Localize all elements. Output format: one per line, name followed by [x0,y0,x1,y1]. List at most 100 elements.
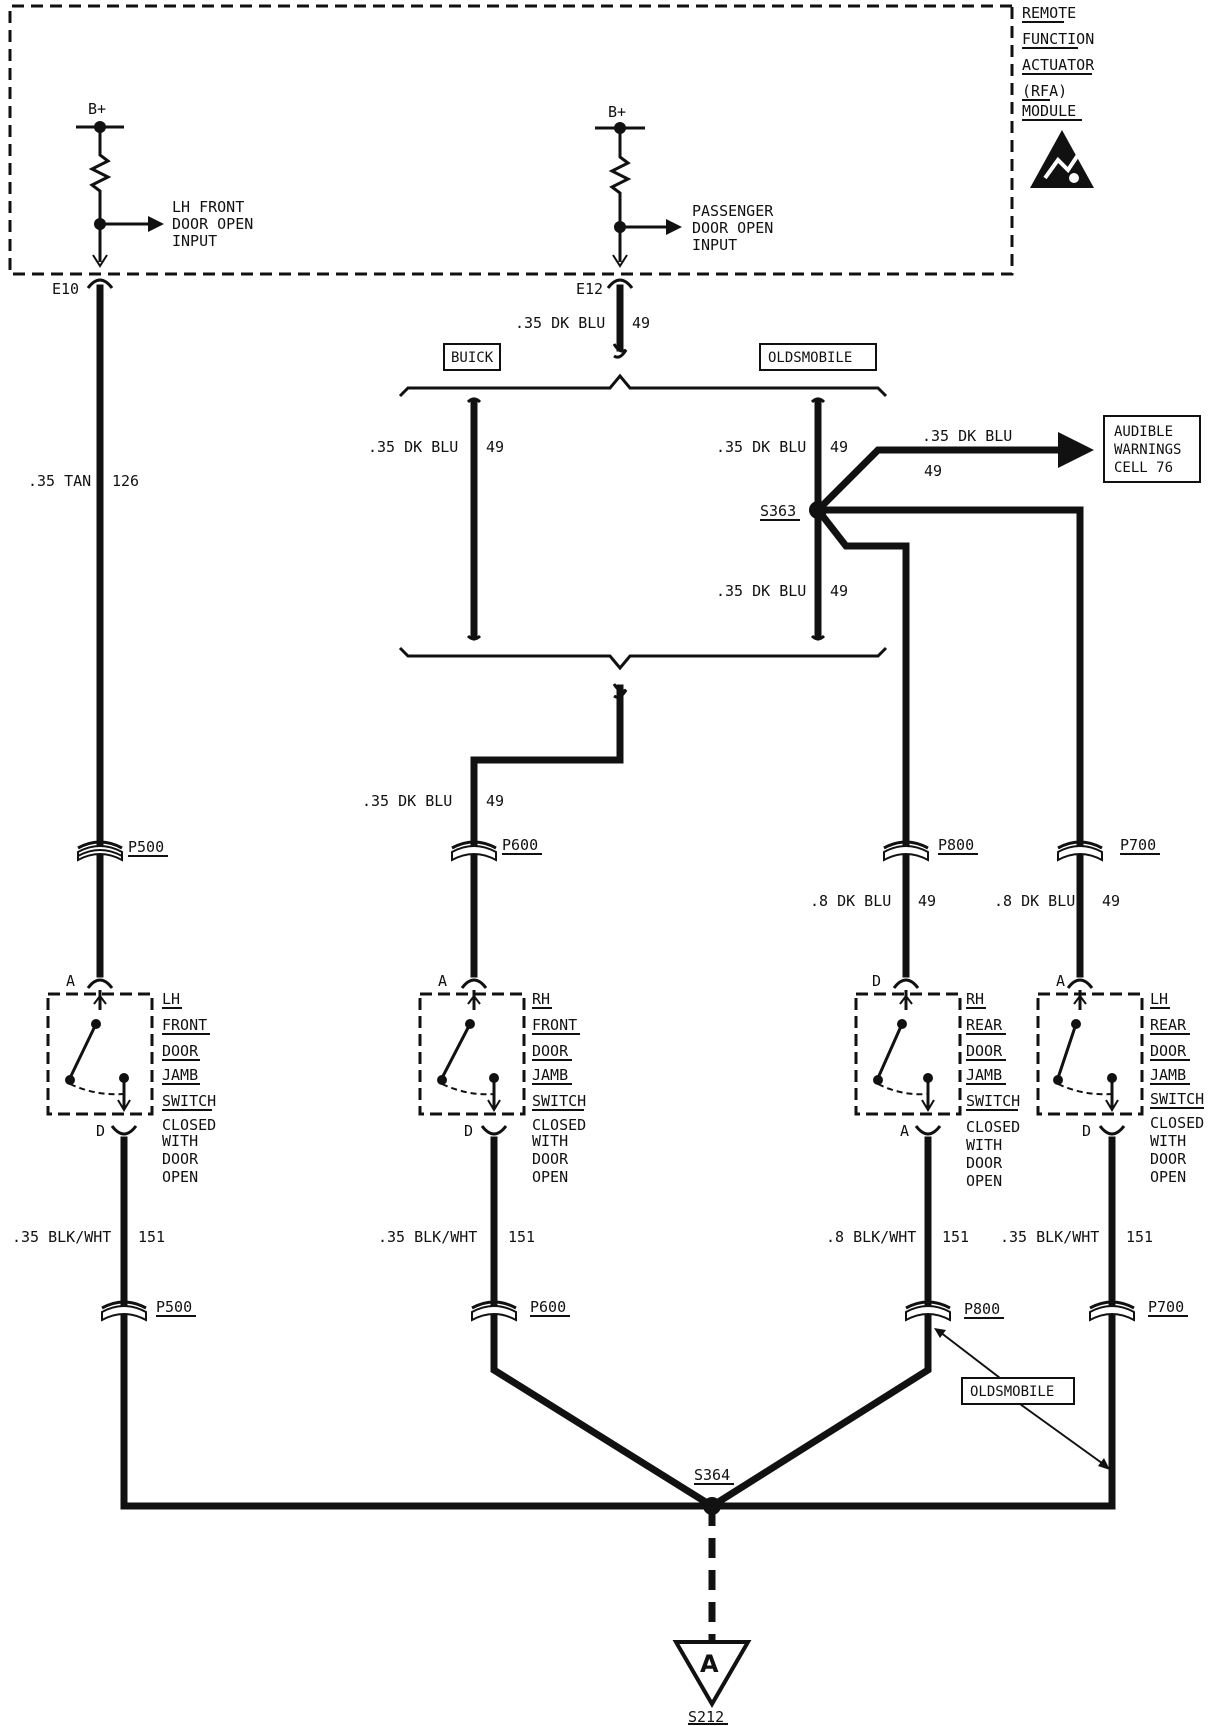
lhf-bottom-pin: D [96,1122,105,1140]
rhf-state-2: WITH [532,1132,568,1150]
switch-lh-rear: A D LH REAR DOOR JAMB SWITCH CLOSED WITH… [1036,972,1204,1186]
lhr-state-1: CLOSED [1150,1114,1204,1132]
p700-bottom-label: P700 [1148,1298,1184,1316]
oldsmobile-note-label: OLDSMOBILE [970,1384,1054,1400]
lhf-name-1: LH [162,990,180,1008]
rhr-name-3: DOOR [966,1042,1003,1060]
audible-wire-label: .35 DK BLU [922,427,1012,445]
olds-top-wire-circuit: 49 [830,438,848,456]
pin-e10-terminal-icon [86,278,114,289]
lh-input-label-line-3: INPUT [172,232,217,250]
lhf-top-pin: A [66,972,75,990]
b-plus-left-label: B+ [88,100,106,118]
passenger-input-label-line-3: INPUT [692,236,737,254]
rhf-ground-wire-label: .35 BLK/WHT [378,1228,477,1246]
rhr-switch-name: RH REAR DOOR JAMB SWITCH [966,990,1020,1111]
b-plus-right-label: B+ [608,103,626,121]
splice-s363-dot-icon [809,501,827,519]
switch-lh-front: A D LH FRONT DOOR JAMB SWITCH CLOSED WIT… [46,972,216,1186]
tan-wire-label: .35 TAN [28,472,91,490]
esd-sensitive-icon [1030,130,1094,188]
lhr-name-2: REAR [1150,1016,1187,1034]
passenger-door-input-circuit: B+ PASSENGER DOOR OPEN INPUT [595,103,774,268]
p500-top-label: P500 [128,838,164,856]
module-name-line-3: ACTUATOR [1022,56,1095,74]
buick-option-label: BUICK [451,350,494,366]
module-name-line-1: REMOTE [1022,4,1076,22]
module-name-line-4: (RFA) [1022,82,1067,100]
lhf-ground-wire-circuit: 151 [138,1228,165,1246]
lhr-bottom-pin: D [1082,1122,1091,1140]
p500-bottom-label: P500 [156,1298,192,1316]
ground-reference: A S212 [672,1640,752,1726]
rhf-name-4: JAMB [532,1066,568,1084]
lhr-top-pin: A [1056,972,1065,990]
lh-input-arrow-icon [148,216,164,232]
p800-wire-label: .8 DK BLU [810,892,891,910]
lhr-name-5: SWITCH [1150,1090,1204,1108]
ground-splice-label: S212 [688,1708,724,1726]
lhr-name-4: JAMB [1150,1066,1186,1084]
buick-wire-label: .35 DK BLU [368,438,458,456]
olds-bot-wire-circuit: 49 [830,582,848,600]
e12-wire-label: .35 DK BLU [515,314,605,332]
audible-line-3: CELL 76 [1114,460,1173,476]
lhf-state-1: CLOSED [162,1116,216,1134]
rfa-module-name: REMOTE FUNCTION ACTUATOR (RFA) MODULE [1022,4,1095,121]
module-name-line-2: FUNCTION [1022,30,1094,48]
oldsmobile-note: OLDSMOBILE [934,1328,1110,1470]
lhf-ground-wire-label: .35 BLK/WHT [12,1228,111,1246]
splice-s363: S363 [760,501,827,521]
p700-top-label: P700 [1120,836,1156,854]
rhf-name-1: RH [532,990,550,1008]
lhr-ground-wire-label: .35 BLK/WHT [1000,1228,1099,1246]
wire-labels: .35 TAN 126 .35 DK BLU 49 .35 DK BLU 49 … [12,314,1153,1246]
rhf-switch-name: RH FRONT DOOR JAMB SWITCH [532,990,586,1111]
wiring [96,284,1116,1640]
olds-top-wire-label: .35 DK BLU [716,438,806,456]
lhr-state-3: DOOR [1150,1150,1187,1168]
rhf-name-5: SWITCH [532,1092,586,1110]
pin-e12-label: E12 [576,280,603,298]
passenger-input-label-line-2: DOOR OPEN [692,219,773,237]
rhf-state-4: OPEN [532,1168,568,1186]
lhr-name-1: LH [1150,990,1168,1008]
lh-front-door-input-circuit: B+ LH FRONT DOOR OPEN INPUT [76,100,253,268]
connector-p500-top: P500 [77,838,168,862]
splice-s363-label: S363 [760,502,796,520]
rhf-bottom-pin: D [464,1122,473,1140]
connector-p600-top: P600 [451,836,542,862]
rhf-name-2: FRONT [532,1016,577,1034]
p600-bottom-label: P600 [530,1298,566,1316]
rhr-name-4: JAMB [966,1066,1002,1084]
rhr-state-4: OPEN [966,1172,1002,1190]
ground-symbol-letter: A [700,1650,719,1678]
lhr-name-3: DOOR [1150,1042,1187,1060]
connector-p500-bottom: P500 [101,1298,196,1322]
option-bracket-bottom [398,634,888,671]
p800-wire-circuit: 49 [918,892,936,910]
olds-bot-wire-label: .35 DK BLU [716,582,806,600]
p800-top-label: P800 [938,836,974,854]
p600-wire-circuit: 49 [486,792,504,810]
audible-line-1: AUDIBLE [1114,424,1173,440]
passenger-input-label-line-1: PASSENGER [692,202,774,220]
lhr-state-4: OPEN [1150,1168,1186,1186]
p700-wire-circuit: 49 [1102,892,1120,910]
lhf-state-2: WITH [162,1132,198,1150]
switch-rh-front: A D RH FRONT DOOR JAMB SWITCH CLOSED WIT… [418,972,586,1186]
connector-p600-bottom: P600 [471,1298,570,1322]
oldsmobile-option-label: OLDSMOBILE [768,350,852,366]
lhf-name-4: JAMB [162,1066,198,1084]
audible-warnings-reference: AUDIBLE WARNINGS CELL 76 [1103,415,1201,483]
pin-e12-terminal-icon [606,278,634,289]
connector-p800-bottom: P800 [905,1300,1004,1322]
oldsmobile-option-box [759,343,877,371]
rhr-name-2: REAR [966,1016,1003,1034]
ground-triangle-icon [672,1640,752,1708]
rhr-state-1: CLOSED [966,1118,1020,1136]
p800-bottom-label: P800 [964,1300,1000,1318]
rhr-state-3: DOOR [966,1154,1003,1172]
lhf-state-4: OPEN [162,1168,198,1186]
